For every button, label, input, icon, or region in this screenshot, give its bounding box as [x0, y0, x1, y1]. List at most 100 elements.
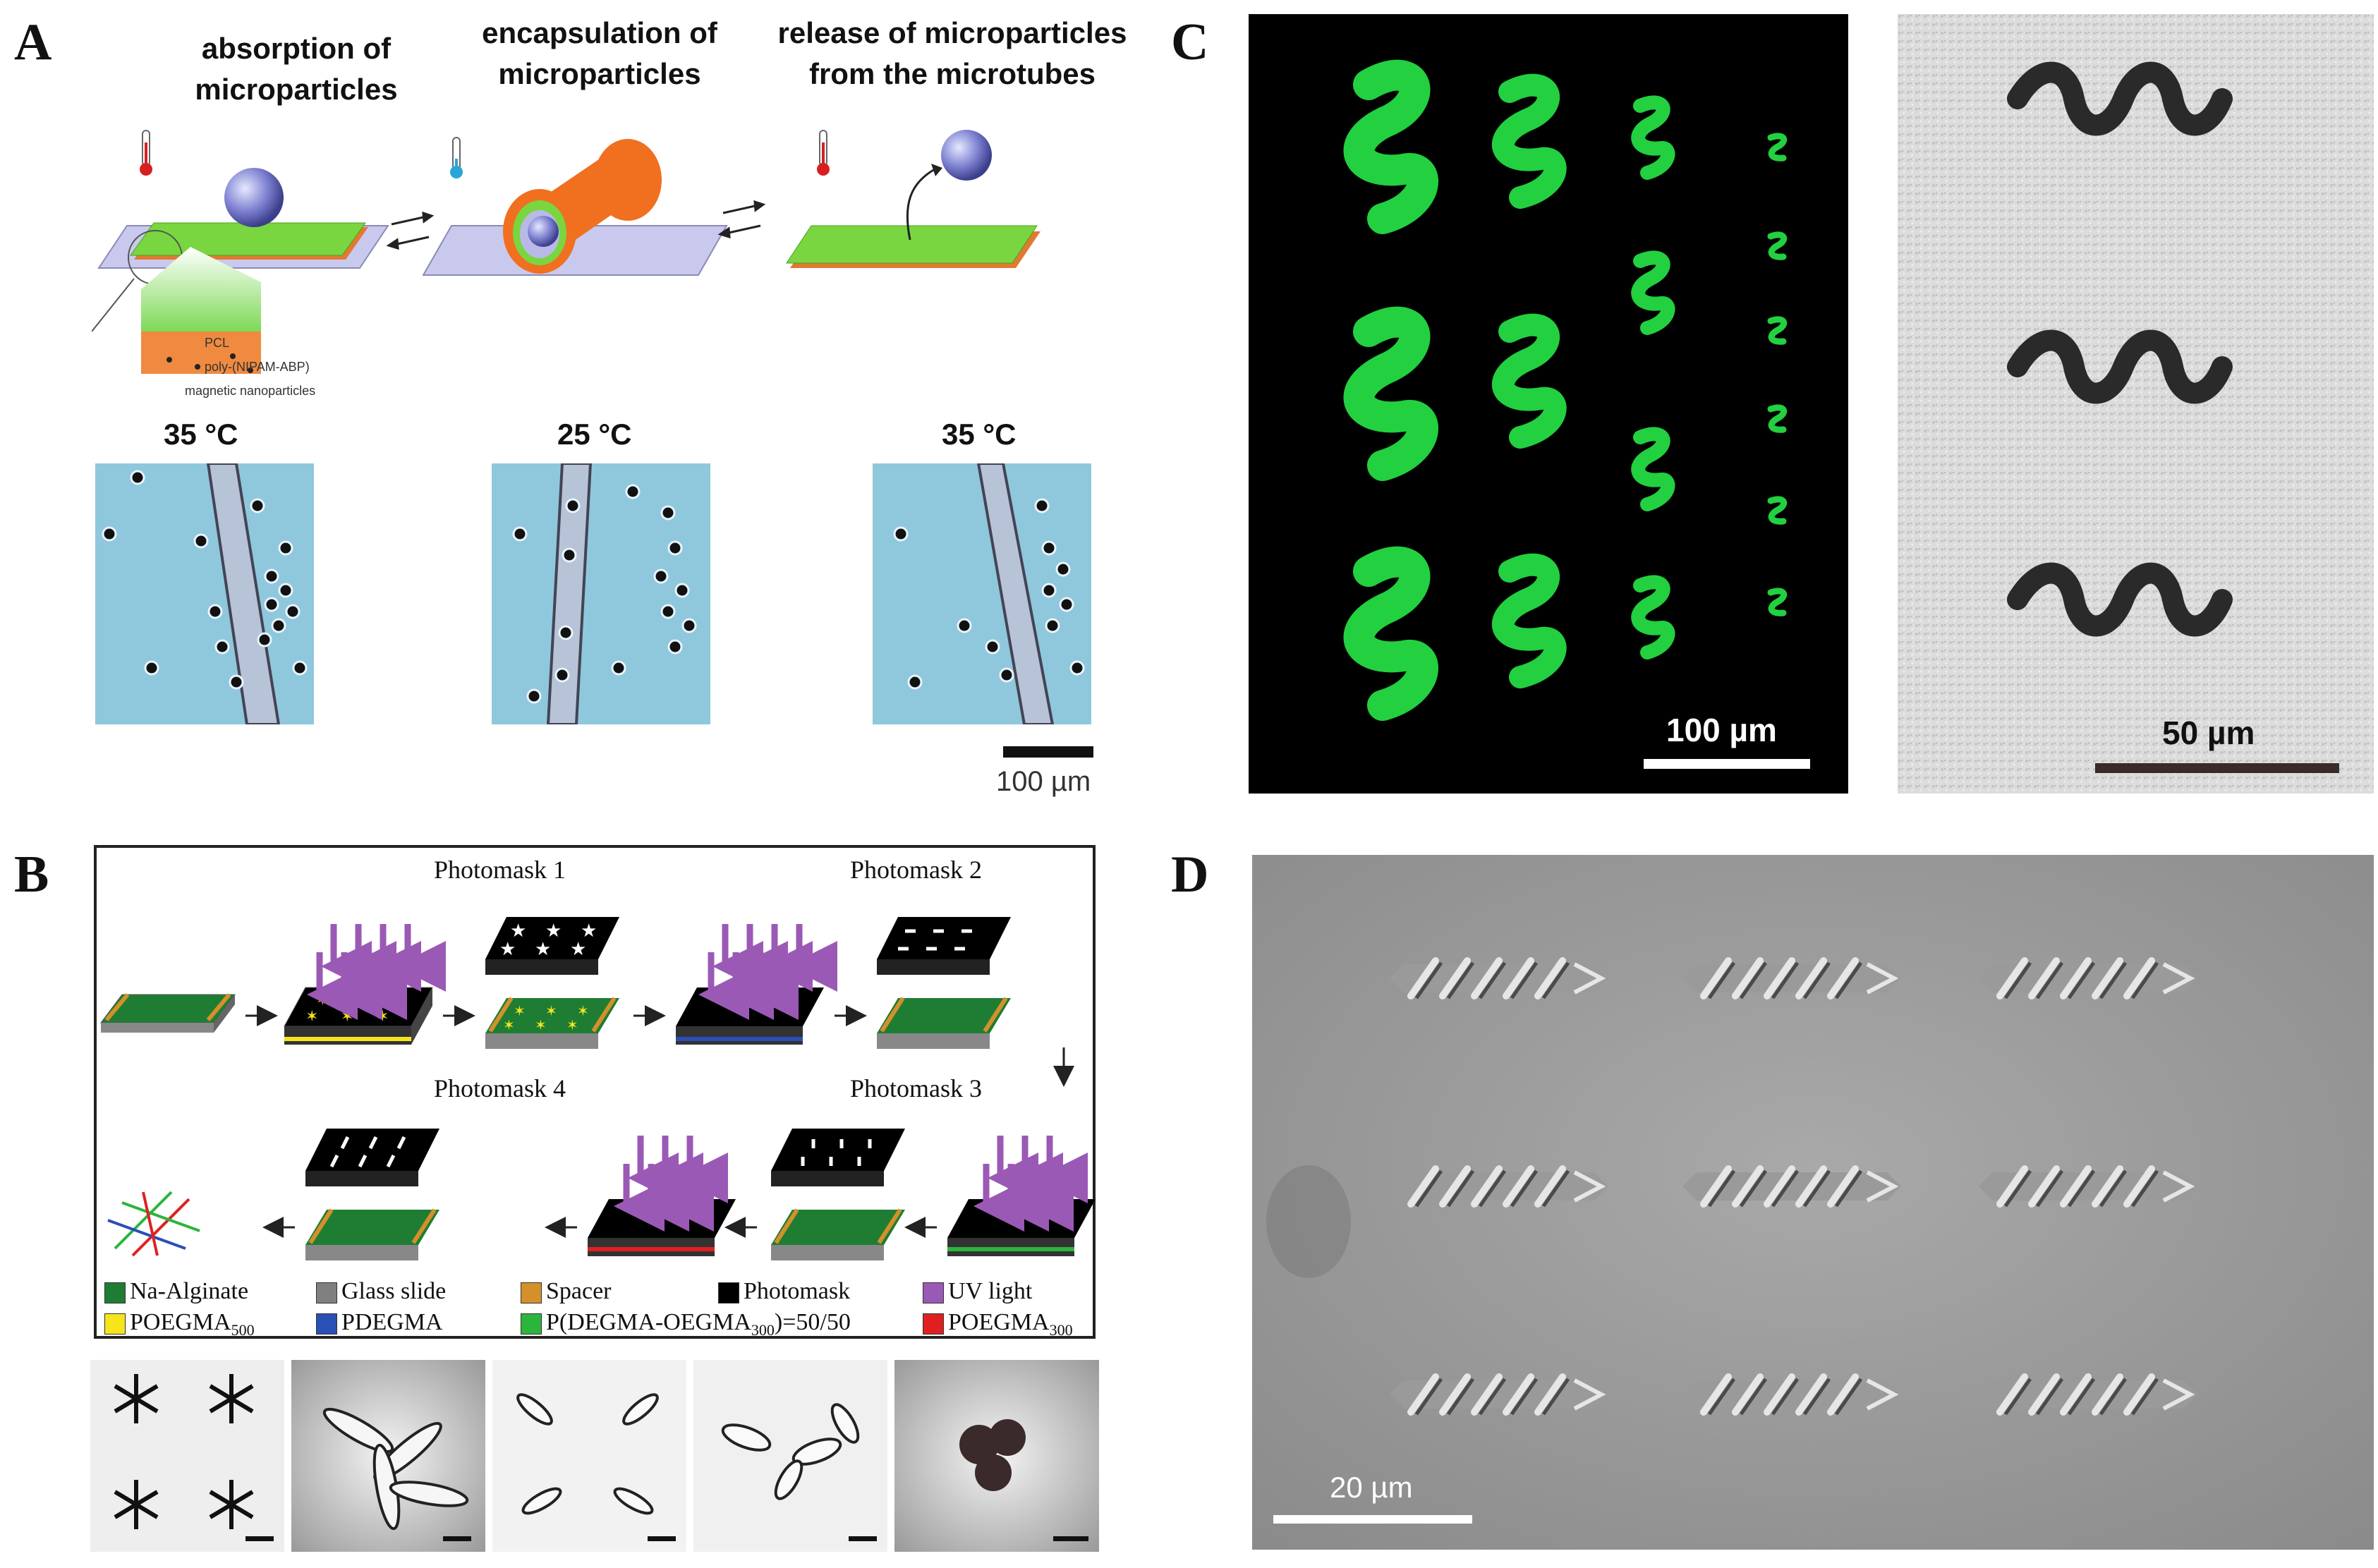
photomask-2-label: Photomask 2	[850, 856, 983, 884]
temp-label-2: 25 °C	[557, 418, 632, 451]
legend-glass: Glass slide	[341, 1278, 447, 1304]
step-2-caption: encapsulation of microparticles	[437, 13, 762, 95]
svg-text:★: ★	[535, 939, 551, 960]
scale-bar-c-left	[1644, 759, 1810, 769]
stack-3: ★★★ ★★★ ✶✶✶ ✶✶✶	[485, 917, 619, 1049]
panel-a-letter: A	[14, 13, 52, 71]
equilibrium-arrows-1-icon	[386, 211, 435, 250]
scale-bar-a	[1003, 746, 1093, 758]
svg-text:✶: ✶	[351, 992, 364, 1009]
step-3-line2: from the microtubes	[808, 57, 1096, 90]
svg-text:★: ★	[499, 939, 516, 960]
micrograph-b5	[894, 1360, 1099, 1552]
layer-inset	[141, 247, 261, 374]
panel-b-micrographs	[90, 1360, 1099, 1552]
scale-bar-d	[1273, 1515, 1472, 1524]
scale-label-a: 100 µm	[996, 766, 1091, 797]
stack-6	[947, 1136, 1096, 1256]
microparticle-3	[941, 130, 992, 181]
svg-text:✶: ✶	[545, 1002, 557, 1019]
final-lattice	[107, 1191, 200, 1257]
svg-text:★: ★	[581, 920, 597, 942]
thermometer-cold-icon	[450, 137, 463, 178]
scale-label-d: 20 µm	[1330, 1471, 1413, 1504]
stack-9	[305, 1129, 439, 1260]
green-film-1	[130, 222, 366, 256]
legend-poegma500-text: POEGMA	[130, 1309, 231, 1335]
stack-1	[100, 993, 236, 1033]
svg-text:✶: ✶	[503, 1016, 515, 1033]
legend-swatch-pdeg-oeg	[521, 1313, 542, 1335]
panel-b-process: ✶✶✶ ✶✶✶ ★★★ ★★★ ✶✶✶ ✶✶✶	[100, 917, 1096, 1260]
legend-uv: UV light	[948, 1278, 1033, 1304]
micrograph-a3	[873, 463, 1091, 724]
release-arrow-icon	[906, 168, 935, 241]
svg-text:✶: ✶	[514, 1002, 526, 1019]
legend-poegma500-sub: 500	[231, 1320, 255, 1339]
substrate-2	[422, 225, 728, 276]
legend-pdeg-oeg: P(DEGMA-OEGMA300)=50/50	[546, 1309, 851, 1339]
legend-poegma300-text: POEGMA	[948, 1309, 1050, 1335]
stack-4	[676, 924, 837, 1045]
layer-label-pcl: PCL	[205, 336, 230, 350]
panel-c-letter: C	[1171, 13, 1209, 71]
panel-d-letter: D	[1171, 846, 1209, 904]
legend-spacer: Spacer	[546, 1278, 612, 1304]
stack-5	[877, 917, 1011, 1049]
panel-c-fluorescence	[1249, 14, 1848, 794]
layer-label-magnetic: magnetic nanoparticles	[185, 384, 316, 398]
photomask-1-label: Photomask 1	[434, 856, 566, 884]
micrograph-a2	[492, 463, 710, 724]
green-film-3	[786, 225, 1038, 264]
legend-swatch-uv	[923, 1282, 944, 1303]
micrograph-b1	[90, 1360, 284, 1552]
svg-text:✶: ✶	[305, 1008, 318, 1026]
legend-swatch-glass	[316, 1282, 337, 1303]
stack-8	[588, 1136, 736, 1256]
svg-text:✶: ✶	[341, 1008, 353, 1026]
layer-label-nipam: poly-(NIPAM-ABP)	[205, 360, 310, 374]
stack-7	[771, 1129, 905, 1260]
scale-bar-c-right	[2095, 763, 2339, 773]
micrograph-b3	[492, 1360, 686, 1552]
panel-d-sem	[1252, 855, 2374, 1550]
photomask-4-label: Photomask 4	[434, 1074, 566, 1102]
stack-2: ✶✶✶ ✶✶✶	[284, 924, 446, 1045]
svg-text:✶: ✶	[566, 1016, 578, 1033]
legend-swatch-poegma300	[923, 1313, 944, 1335]
panel-b-letter: B	[14, 846, 49, 904]
legend-poegma500: POEGMA500	[130, 1309, 255, 1339]
legend-swatch-poegma500	[104, 1313, 126, 1335]
svg-text:✶: ✶	[387, 992, 399, 1009]
legend-pdeg-oeg-text: P(DEGMA-OEGMA	[546, 1309, 751, 1335]
scale-label-c-right: 50 µm	[2162, 715, 2255, 751]
svg-text:★: ★	[545, 920, 562, 942]
step-3-caption: release of microparticles from the micro…	[734, 13, 1171, 95]
scale-label-c-left: 100 µm	[1666, 712, 1777, 748]
legend-swatch-spacer	[521, 1282, 542, 1303]
rolled-microtube	[503, 139, 662, 274]
legend-pdegma: PDEGMA	[341, 1309, 443, 1335]
legend-swatch-photomask	[718, 1282, 739, 1303]
svg-text:★: ★	[570, 939, 586, 960]
panel-b-frame	[94, 845, 1096, 1339]
temp-label-3: 35 °C	[942, 418, 1017, 451]
photomask-3-label: Photomask 3	[850, 1074, 983, 1102]
legend-swatch-pdegma	[316, 1313, 337, 1335]
svg-text:✶: ✶	[376, 1008, 389, 1026]
micrograph-b2	[291, 1360, 485, 1552]
equilibrium-arrows-2-icon	[717, 200, 766, 239]
micrograph-a1	[95, 463, 314, 724]
svg-text:✶: ✶	[577, 1002, 589, 1019]
thermometer-hot-2-icon	[817, 130, 830, 176]
legend-pdeg-oeg-tail: )=50/50	[774, 1309, 851, 1335]
panel-c-brightfield	[1898, 14, 2374, 794]
svg-text:✶: ✶	[535, 1016, 547, 1033]
panel-a-schematic	[92, 130, 1041, 374]
legend-pdeg-oeg-sub: 300	[751, 1320, 775, 1339]
micrograph-b4	[693, 1360, 887, 1552]
step-1-line2: microparticles	[195, 73, 398, 106]
step-1-line1: absorption of	[201, 32, 392, 65]
temp-label-1: 35 °C	[164, 418, 238, 451]
microparticle-1	[224, 168, 284, 227]
